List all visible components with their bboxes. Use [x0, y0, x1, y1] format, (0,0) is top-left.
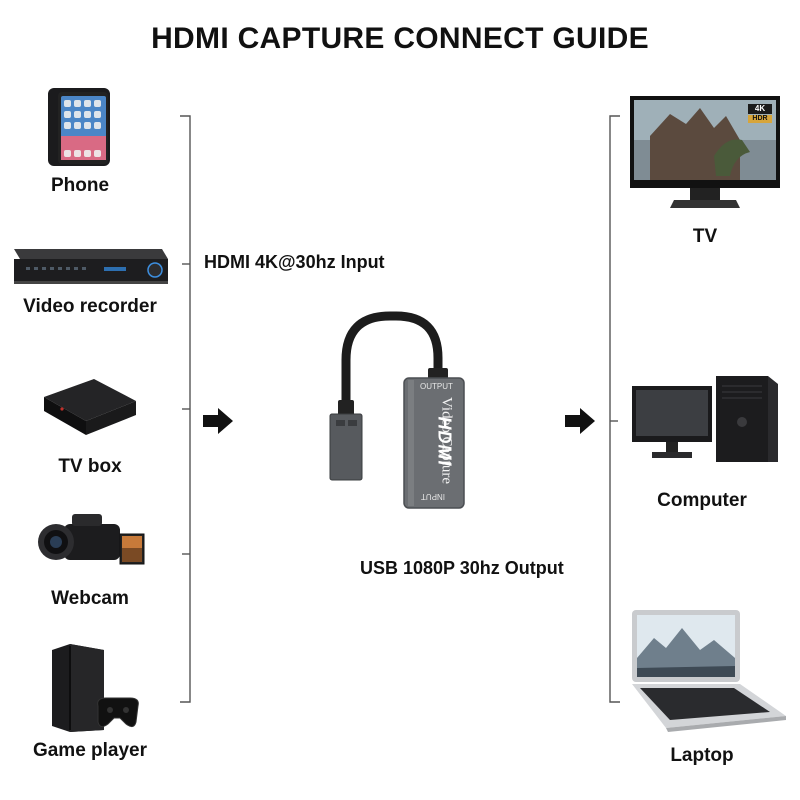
tv-4k-badge: 4K [754, 104, 766, 113]
input-caption: HDMI 4K@30hz Input [204, 252, 385, 272]
arrow-right-icon [565, 408, 595, 434]
input-bracket [180, 115, 191, 703]
arrow-right-icon [203, 408, 233, 434]
page-title: HDMI CAPTURE CONNECT GUIDE [151, 22, 649, 55]
hdmi-logo-text: HDMI [434, 416, 455, 467]
tv-4k-icon [630, 96, 780, 208]
input-label-video-recorder: Video recorder [23, 296, 157, 317]
input-label-webcam: Webcam [51, 588, 129, 609]
usb-a-plug [330, 414, 362, 480]
adapter-body [404, 378, 464, 508]
output-caption: USB 1080P 30hz Output [360, 558, 564, 578]
input-label-phone: Phone [50, 175, 110, 196]
input-label-tv-box: TV box [58, 456, 122, 477]
output-label-computer: Computer [657, 490, 747, 511]
input-port-label: INPUT [421, 492, 445, 501]
output-bracket [609, 115, 620, 703]
game-console-icon [52, 644, 139, 732]
output-port-label: OUTPUT [420, 382, 453, 391]
dvr-icon [14, 249, 168, 284]
smartphone-icon [48, 88, 110, 166]
tv-hdr-badge: HDR [752, 115, 768, 122]
cable [341, 311, 443, 407]
output-label-tv: TV [692, 226, 718, 247]
tv-box-icon [44, 379, 136, 435]
desktop-computer-icon [632, 376, 778, 462]
laptop-icon [632, 610, 786, 732]
camcorder-icon [38, 514, 145, 565]
capture-device [329, 311, 465, 509]
input-label-game-player: Game player [32, 740, 148, 761]
output-label-laptop: Laptop [670, 745, 734, 766]
